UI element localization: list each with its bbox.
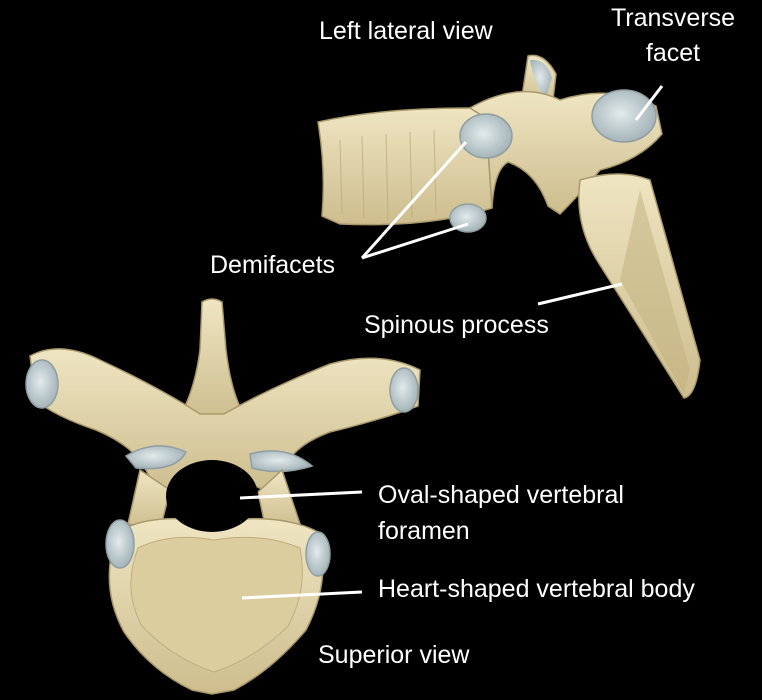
superior-demifacet [459, 113, 513, 159]
superior-articular-facet [530, 59, 552, 98]
spinous-shadow [620, 190, 690, 394]
transverse-facet-pointer [634, 85, 664, 121]
superior-left-demifacet [105, 519, 135, 569]
demifacets-pointer-upper [360, 140, 468, 260]
superior-right-articular-facet [249, 450, 314, 473]
foramen-label-line2: foramen [378, 517, 470, 545]
lateral-vertebra [317, 54, 701, 399]
demifacets-pointer-lower [361, 222, 469, 260]
lateral-view-title: Left lateral view [319, 17, 493, 45]
foramen-label-line1: Oval-shaped vertebral [378, 481, 624, 509]
vertebral-body-label: Heart-shaped vertebral body [378, 575, 695, 603]
pointer-lines [239, 85, 664, 600]
superior-vertebra [25, 298, 421, 695]
superior-left-transverse-facet [25, 359, 59, 409]
transverse-facet-label-line2: facet [645, 39, 701, 67]
superior-spinous-process [174, 298, 250, 423]
superior-right-transverse-facet [389, 367, 419, 413]
body-trabecular-area [130, 536, 303, 673]
superior-right-demifacet [305, 531, 331, 577]
superior-left-articular-facet [124, 445, 188, 470]
lateral-vertebral-body [317, 107, 493, 226]
spinous-process-label: Spinous process [364, 311, 549, 339]
spinous-process-pointer [537, 282, 623, 306]
demifacets-label: Demifacets [210, 251, 336, 279]
body-pointer [241, 590, 363, 600]
body-texture [339, 129, 437, 221]
foramen-pointer [239, 490, 363, 500]
transverse-facet-label-line1: Transverse [610, 4, 736, 32]
superior-view-title: Superior view [318, 641, 470, 669]
vertebral-foramen [166, 460, 258, 532]
transverse-costal-facet [591, 89, 657, 143]
inferior-demifacet [449, 203, 487, 233]
